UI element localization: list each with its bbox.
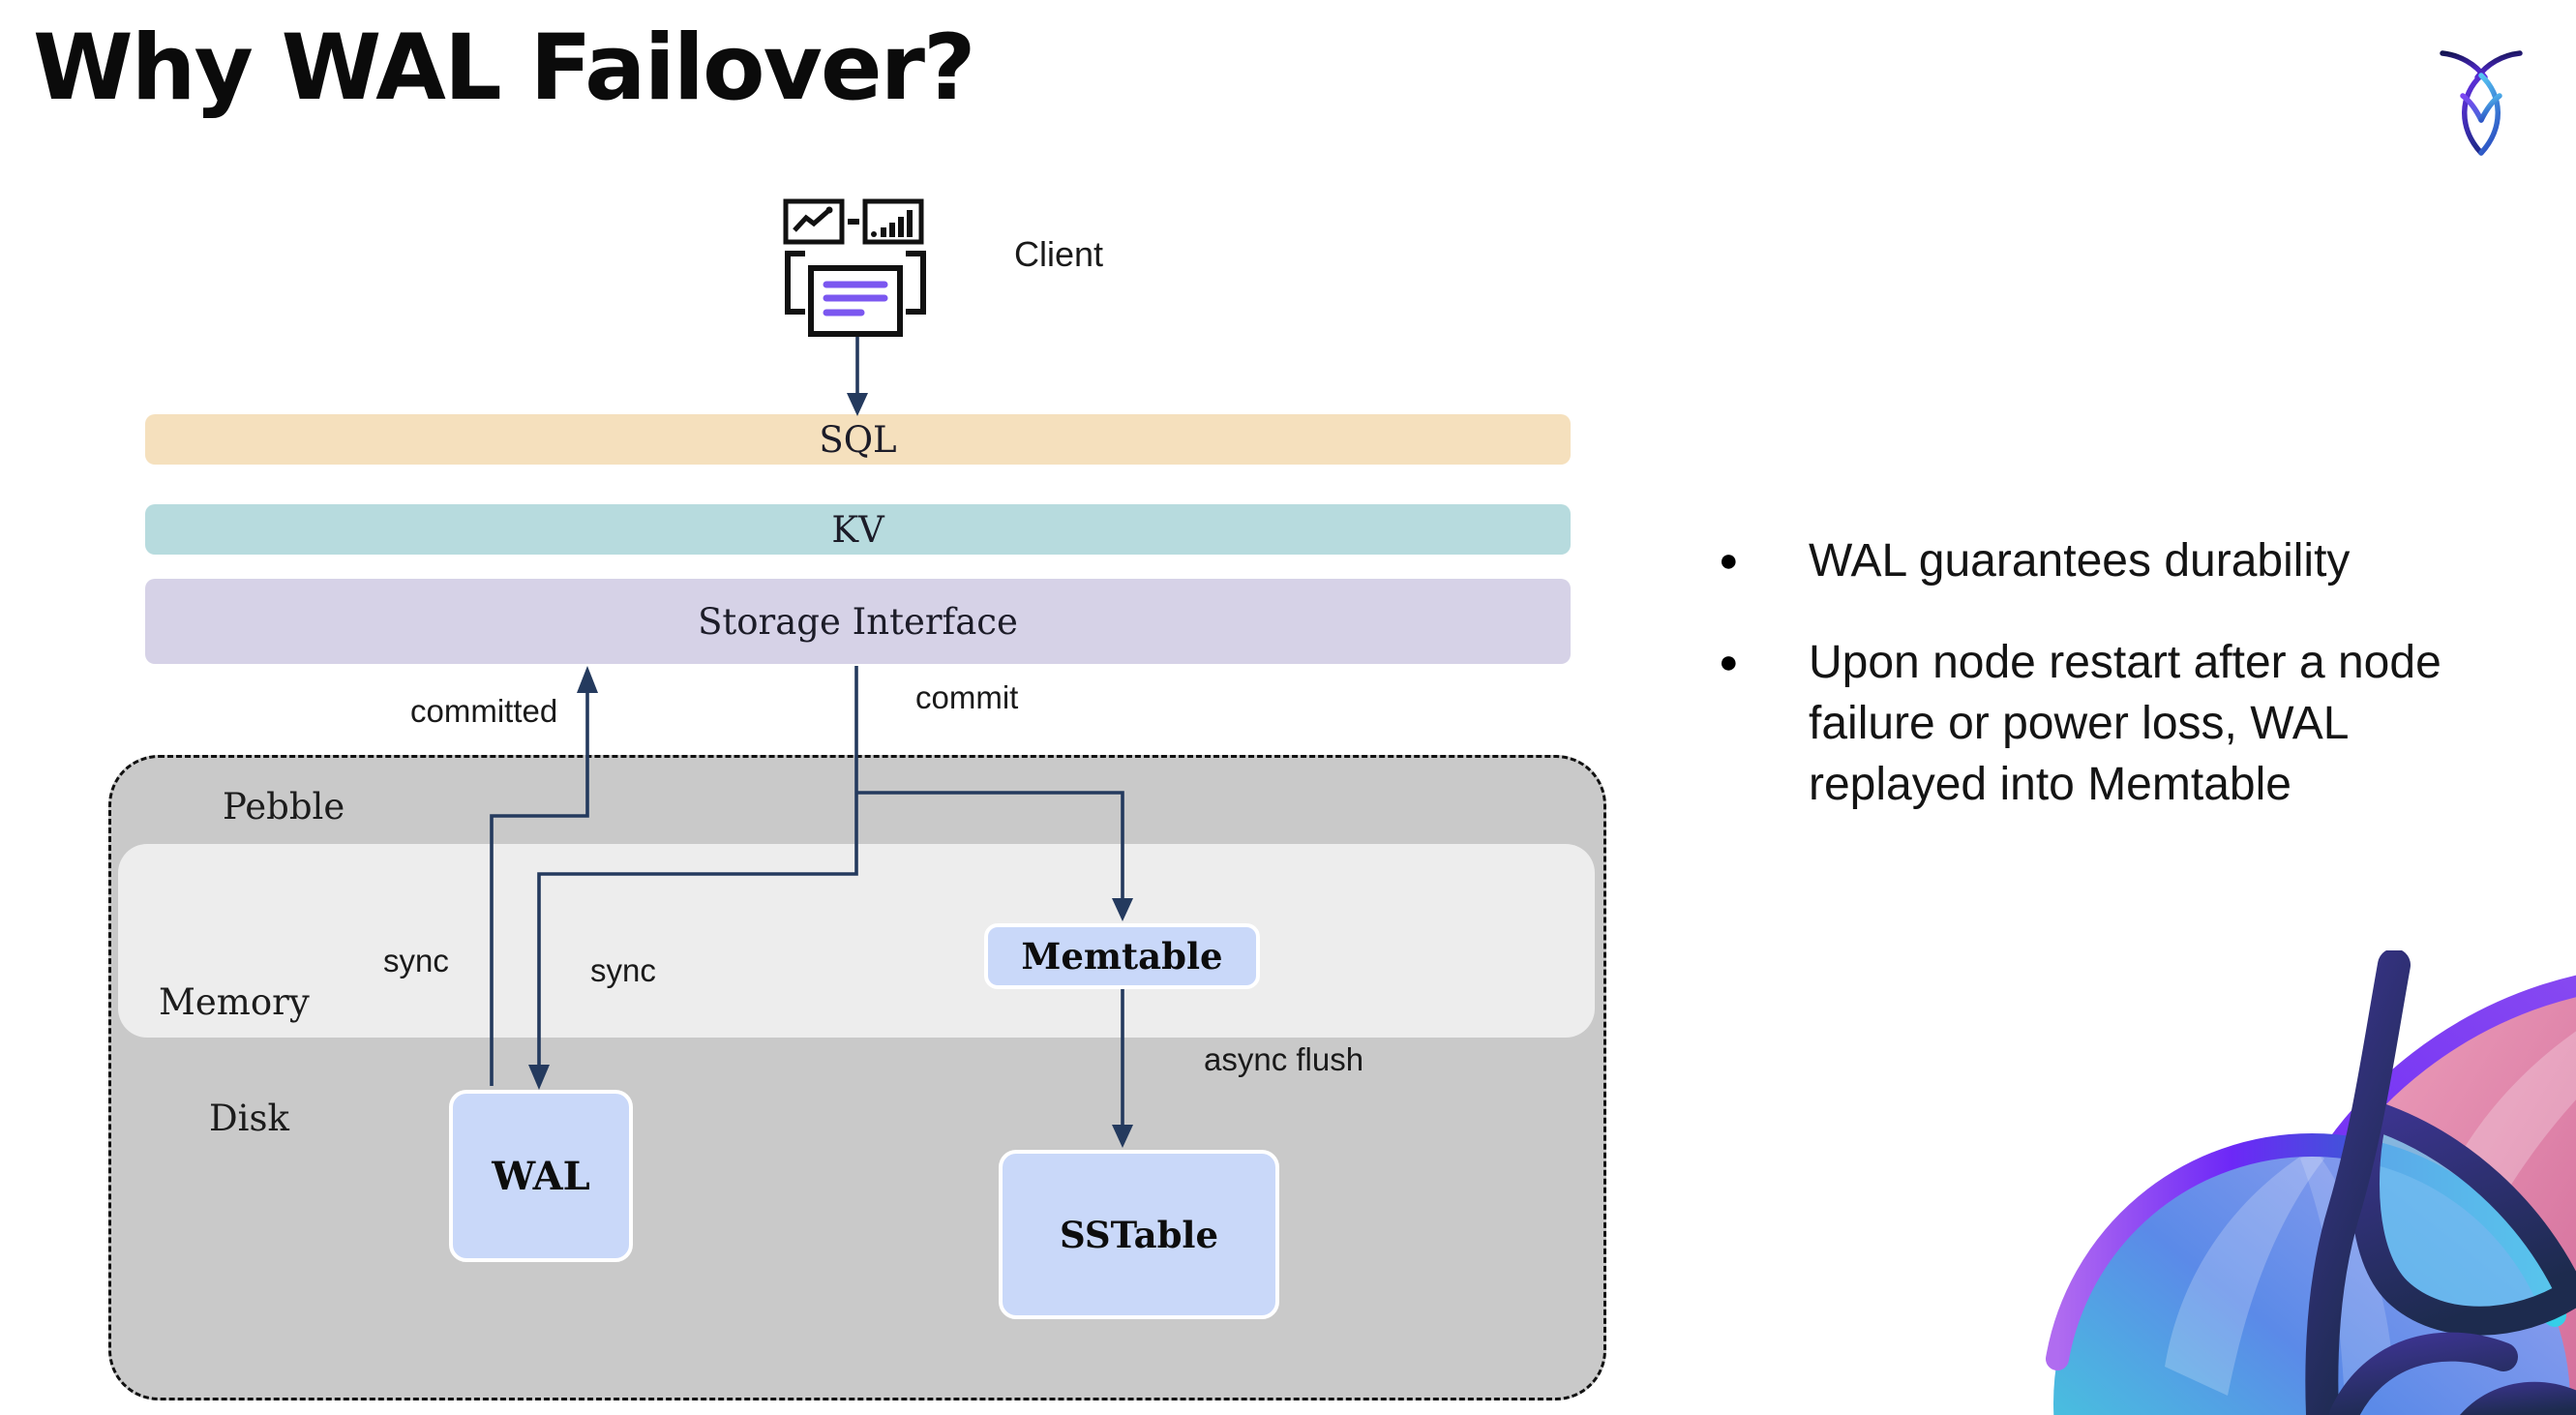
- memtable-node: Memtable: [984, 923, 1260, 989]
- cockroachdb-logo-icon: [2440, 50, 2523, 156]
- list-item: ● Upon node restart after a node failure…: [1719, 632, 2522, 815]
- edge-label-sync-up: sync: [383, 943, 449, 978]
- edge-label-async-flush: async flush: [1204, 1041, 1364, 1077]
- edge-label-commit: commit: [915, 679, 1019, 715]
- bullet-list: ● WAL guarantees durability ● Upon node …: [1719, 530, 2522, 856]
- disk-label: Disk: [209, 1098, 289, 1139]
- brand-sphere-art: [2046, 950, 2576, 1415]
- layer-bar-storage-interface: Storage Interface: [145, 579, 1571, 664]
- client-label: Client: [1014, 234, 1104, 274]
- memory-band: [118, 844, 1595, 1038]
- list-item: ● WAL guarantees durability: [1719, 530, 2522, 591]
- page-title: Why WAL Failover?: [33, 15, 976, 121]
- sstable-node: SSTable: [999, 1150, 1279, 1319]
- layer-bar-kv: KV: [145, 504, 1571, 555]
- bullet-dot-icon: ●: [1719, 644, 1739, 680]
- client-app-icon: [783, 198, 926, 337]
- wal-node: WAL: [449, 1090, 633, 1262]
- edge-label-sync-down: sync: [590, 952, 656, 988]
- bullet-text: WAL guarantees durability: [1809, 535, 2351, 587]
- pebble-label: Pebble: [223, 786, 345, 828]
- memory-label: Memory: [159, 981, 310, 1023]
- edge-label-committed: committed: [410, 693, 558, 729]
- layer-bar-sql: SQL: [145, 414, 1571, 465]
- bullet-dot-icon: ●: [1719, 542, 1739, 579]
- bullet-text: Upon node restart after a node failure o…: [1809, 637, 2441, 810]
